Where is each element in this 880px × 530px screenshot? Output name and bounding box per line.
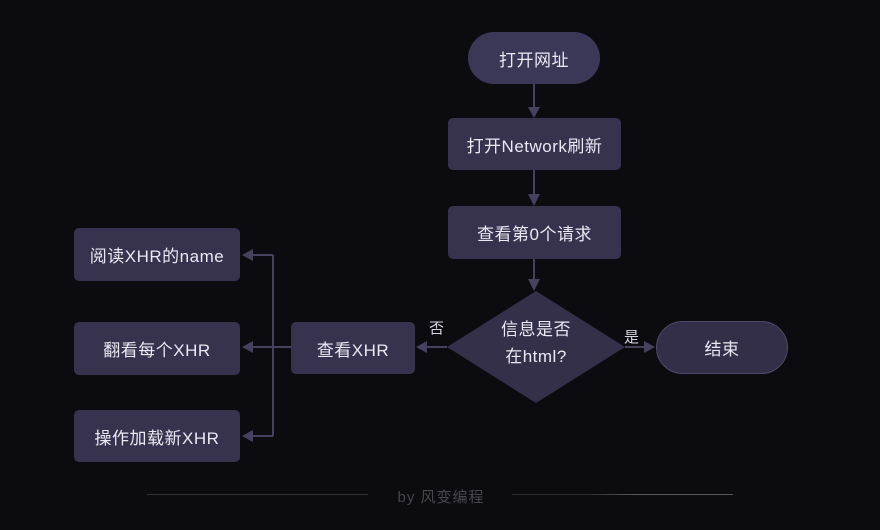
footer-divider-left xyxy=(147,494,368,495)
footer-credit: by 风变编程 xyxy=(397,489,485,506)
node-view-xhr-label: 查看XHR xyxy=(316,340,390,360)
node-info-in-html-decision: 信息是否 在html? xyxy=(466,316,606,370)
node-open-url-label: 打开网址 xyxy=(499,50,569,70)
edge-label-yes: 是 xyxy=(624,329,640,346)
node-view-xhr: 查看XHR xyxy=(291,322,415,374)
arrowhead-left-icon xyxy=(242,430,253,442)
node-load-new-xhr: 操作加载新XHR xyxy=(74,410,240,462)
edge-label-no: 否 xyxy=(429,320,445,337)
arrowhead-left-icon xyxy=(416,341,427,353)
arrowhead-down-icon xyxy=(528,107,540,118)
node-browse-each-xhr-label: 翻看每个XHR xyxy=(103,341,211,360)
node-end: 结束 xyxy=(656,321,788,374)
node-load-new-xhr-label: 操作加载新XHR xyxy=(94,428,220,448)
node-view-0th-request-label: 查看第0个请求 xyxy=(477,225,592,244)
connector-lines xyxy=(253,84,645,437)
node-browse-each-xhr: 翻看每个XHR xyxy=(74,322,240,375)
decision-line-1: 信息是否 xyxy=(501,320,571,339)
arrowhead-down-icon xyxy=(528,194,540,206)
footer: by 风变编程 xyxy=(0,480,880,510)
node-view-0th-request: 查看第0个请求 xyxy=(448,206,621,259)
node-open-network-refresh-label: 打开Network刷新 xyxy=(466,136,603,156)
arrowhead-left-icon xyxy=(242,341,253,353)
node-read-xhr-name: 阅读XHR的name xyxy=(74,228,240,281)
decision-diamond-shape xyxy=(447,291,625,403)
arrowhead-left-icon xyxy=(242,249,253,261)
node-open-url: 打开网址 xyxy=(468,32,600,84)
arrowhead-down-icon xyxy=(528,279,540,291)
node-read-xhr-name-label: 阅读XHR的name xyxy=(89,247,225,266)
footer-divider-right xyxy=(512,494,733,495)
decision-line-2: 在html? xyxy=(505,347,567,367)
node-end-label: 结束 xyxy=(704,340,740,359)
arrowheads xyxy=(242,107,655,442)
node-open-network-refresh: 打开Network刷新 xyxy=(448,118,621,170)
arrowhead-right-icon xyxy=(644,341,655,353)
